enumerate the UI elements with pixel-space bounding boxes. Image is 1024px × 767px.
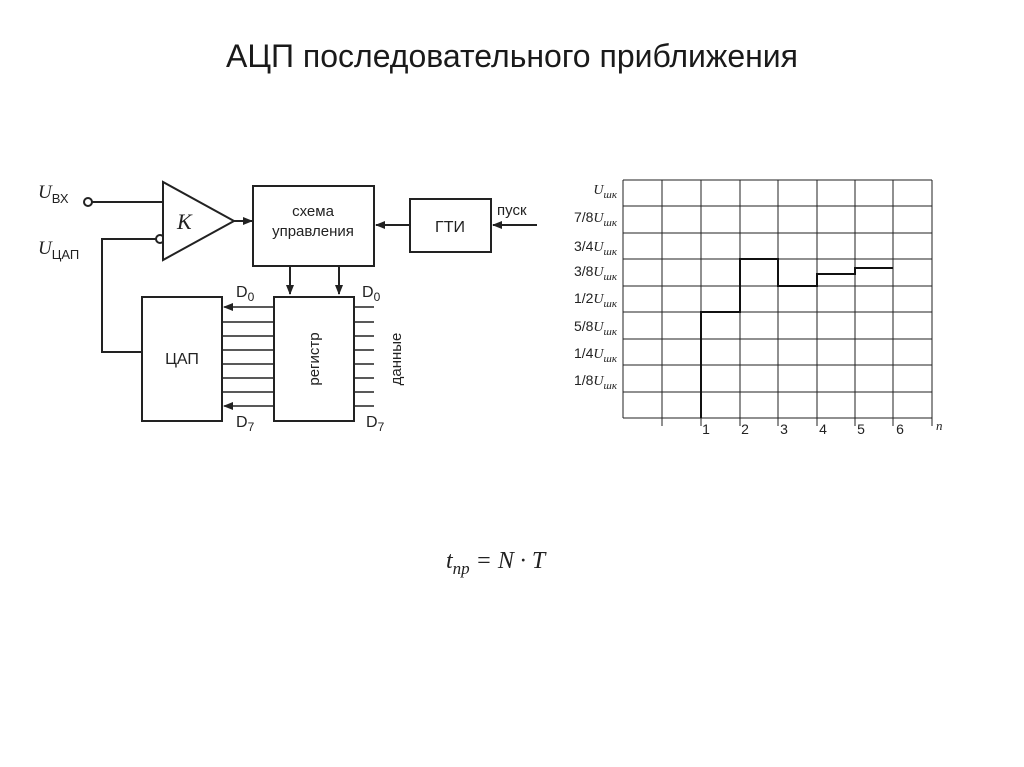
- register-block: [273, 296, 355, 422]
- x-axis-labels: 1 2 3 4 5 6: [702, 421, 904, 437]
- x-axis-tick-label: 5: [857, 421, 865, 437]
- comparator-label: K: [176, 209, 193, 234]
- formula-rhs: = N · T: [476, 548, 547, 574]
- d0-right-label: D0: [362, 284, 381, 304]
- y-axis-label: Uшк: [593, 183, 617, 201]
- d7-right-label: D7: [366, 414, 385, 434]
- formula-t: t: [446, 548, 454, 574]
- dac-label: ЦАП: [165, 351, 199, 368]
- comparator-symbol: [162, 180, 237, 262]
- x-axis-tick-label: 2: [741, 421, 749, 437]
- x-axis-tick-label: 1: [702, 421, 710, 437]
- formula-sub: пр: [453, 559, 470, 578]
- data-label: данные: [388, 333, 405, 386]
- register-label: регистр: [306, 332, 323, 385]
- start-label: пуск: [497, 202, 527, 219]
- gti-label: ГТИ: [435, 219, 465, 236]
- control-block-label-1: схема: [292, 203, 334, 220]
- d7-left-label: D7: [236, 414, 255, 434]
- y-axis-label: 1/2Uшк: [574, 290, 618, 310]
- x-axis-tick-label: 4: [819, 421, 827, 437]
- y-axis-labels: Uшк 7/8Uшк 3/4Uшк 3/8Uшк 1/2Uшк 5/8Uшк 1/4Uшк 1…: [574, 183, 618, 392]
- control-block-label-2: управления: [272, 223, 354, 240]
- d0-left-label: D0: [236, 284, 255, 304]
- x-axis-tick-label: 3: [780, 421, 788, 437]
- y-axis-label: 7/8Uшк: [574, 209, 618, 229]
- y-axis-label: 3/4Uшк: [574, 238, 618, 258]
- dac-block: [141, 296, 223, 422]
- x-axis-n-label: n: [936, 418, 943, 433]
- svg-text:tпр= N · T: tпр = N · T: [446, 548, 547, 578]
- y-axis-label: 1/8Uшк: [574, 372, 618, 392]
- approximation-step-line: [700, 258, 893, 418]
- slide-title: АЦП последовательного приближения: [225, 38, 798, 74]
- x-axis-tick-label: 6: [896, 421, 904, 437]
- y-axis-label: 5/8Uшк: [574, 318, 618, 338]
- u-dac-label: UЦАП: [38, 238, 79, 262]
- y-axis-label: 1/4Uшк: [574, 345, 618, 365]
- control-block: [252, 185, 375, 267]
- u-in-label: UВХ: [38, 182, 69, 206]
- y-axis-label: 3/8Uшк: [574, 263, 618, 283]
